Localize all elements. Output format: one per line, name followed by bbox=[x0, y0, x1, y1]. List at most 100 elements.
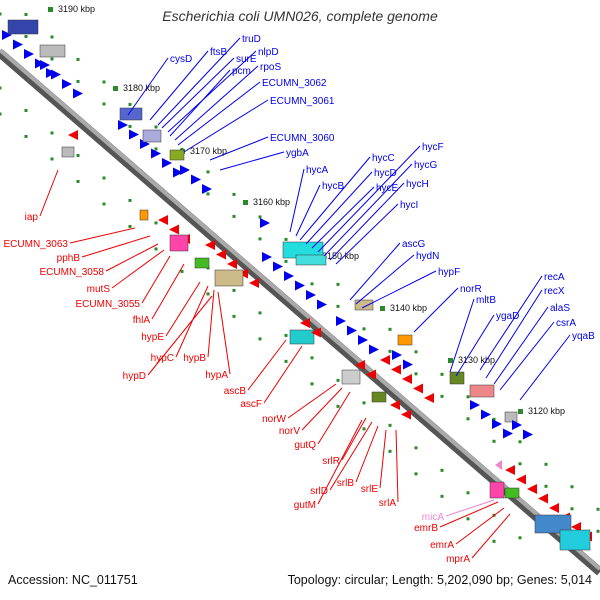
reverse-gene-label-gutq: gutQ bbox=[294, 440, 316, 451]
track-dot bbox=[102, 202, 106, 206]
reverse-gene-arrow bbox=[413, 383, 423, 394]
forward-gene-leader-line bbox=[329, 182, 405, 261]
kbp-label: 3120 kbp bbox=[528, 406, 565, 416]
forward-gene-leader-line bbox=[361, 270, 437, 309]
reverse-gene-label-srlr: srlR bbox=[322, 456, 340, 467]
track-dot bbox=[362, 401, 366, 405]
reverse-gene-arrow bbox=[169, 224, 179, 235]
reverse-gene-label-emrb: emrB bbox=[414, 523, 438, 534]
reverse-gene-arrow bbox=[549, 503, 559, 513]
reverse-gene-arrow bbox=[216, 249, 226, 260]
forward-gene-label-ygba: ygbA bbox=[286, 148, 309, 159]
track-dot bbox=[336, 282, 340, 286]
forward-gene-leader-line bbox=[161, 57, 235, 129]
track-dot bbox=[388, 449, 392, 453]
forward-gene-arrow bbox=[392, 350, 402, 360]
forward-gene-label-hyca: hycA bbox=[306, 165, 329, 176]
track-dot bbox=[102, 80, 106, 84]
track-dot bbox=[388, 349, 392, 353]
forward-gene-arrow bbox=[24, 49, 34, 59]
reverse-gene-leader-line bbox=[39, 169, 59, 217]
reverse-gene-label-hypc: hypC bbox=[151, 353, 174, 364]
reverse-gene-arrow bbox=[366, 369, 376, 380]
forward-gene-leader-line bbox=[219, 151, 285, 171]
reverse-gene-leader-line bbox=[263, 345, 303, 404]
track-dot bbox=[414, 472, 418, 476]
track-dot bbox=[492, 539, 496, 543]
track-dot bbox=[24, 12, 28, 16]
forward-gene-leader-line bbox=[413, 287, 459, 333]
reverse-gene-arrow bbox=[205, 240, 215, 250]
track-dot bbox=[258, 311, 262, 315]
track-dot bbox=[0, 12, 2, 16]
forward-gene-label-hycf: hycF bbox=[422, 142, 444, 153]
track-dot bbox=[128, 124, 132, 128]
forward-gene-leader-line bbox=[323, 163, 413, 257]
kbp-tick bbox=[48, 7, 53, 12]
reverse-gene-arrow bbox=[424, 393, 434, 403]
forward-gene-label-hych: hycH bbox=[406, 179, 429, 190]
reverse-gene-leader-line bbox=[287, 383, 337, 419]
track-dot bbox=[440, 394, 444, 398]
track-dot bbox=[284, 333, 288, 337]
forward-gene-arrow bbox=[492, 419, 502, 429]
forward-gene-label-hycg: hycG bbox=[414, 160, 438, 171]
reverse-gene-arrow bbox=[390, 400, 400, 410]
forward-gene-leader-line bbox=[289, 168, 305, 233]
reverse-gene-leader-line bbox=[165, 281, 201, 337]
forward-gene-leader-line bbox=[127, 57, 169, 116]
kbp-tick bbox=[518, 409, 523, 414]
forward-gene-leader-line bbox=[174, 65, 259, 141]
kbp-tick bbox=[243, 200, 248, 205]
kbp-label: 3180 kbp bbox=[123, 83, 160, 93]
reverse-gene-leader-line bbox=[217, 291, 231, 375]
track-dot bbox=[154, 147, 158, 151]
forward-gene-leader-line bbox=[519, 334, 571, 401]
track-dot bbox=[284, 237, 288, 241]
reverse-gene-leader-line bbox=[69, 227, 136, 244]
forward-gene-arrow bbox=[129, 129, 139, 140]
kbp-label: 3160 kbp bbox=[253, 197, 290, 207]
forward-gene-leader-line bbox=[485, 289, 543, 379]
forward-gene-arrow bbox=[295, 280, 305, 291]
reverse-gene-arrow bbox=[68, 130, 78, 140]
forward-gene-label-mltb: mltB bbox=[476, 295, 496, 306]
forward-gene-leader-line bbox=[499, 321, 555, 391]
forward-gene-label-ftsb: ftsB bbox=[210, 47, 228, 58]
track-dot bbox=[50, 57, 54, 61]
reverse-gene-leader-line bbox=[105, 243, 159, 272]
reverse-gene-label-hypa: hypA bbox=[205, 370, 228, 381]
track-dot bbox=[50, 35, 54, 39]
reverse-gene-arrow bbox=[227, 259, 237, 269]
forward-gene-arrow bbox=[151, 148, 161, 159]
forward-gene-arrow bbox=[512, 420, 522, 430]
reverse-gene-label-gutm: gutM bbox=[294, 500, 316, 511]
forward-gene-leader-line bbox=[311, 186, 375, 249]
forward-gene-label-hyci: hycI bbox=[400, 200, 418, 211]
reverse-gene-leader-line bbox=[439, 501, 499, 528]
kbp-label: 3170 kbp bbox=[190, 146, 227, 156]
track-dot bbox=[284, 359, 288, 363]
forward-gene-arrow bbox=[317, 299, 327, 310]
track-dot bbox=[0, 112, 2, 116]
track-dot bbox=[128, 224, 132, 228]
track-dot bbox=[232, 314, 236, 318]
genome-summary-label: Topology: circular; Length: 5,202,090 bp… bbox=[287, 573, 592, 587]
forward-gene-arrow bbox=[306, 290, 316, 300]
reverse-gene-leader-line bbox=[355, 425, 379, 483]
forward-gene-label-hycc: hycC bbox=[372, 153, 395, 164]
forward-gene-label-hypf: hypF bbox=[438, 267, 460, 278]
reverse-gene-arrow bbox=[538, 493, 548, 504]
forward-gene-arrow bbox=[403, 359, 413, 370]
forward-gene-leader-line bbox=[355, 254, 415, 305]
forward-gene-leader-line bbox=[157, 37, 241, 126]
forward-gene-arrow bbox=[40, 60, 50, 70]
kbp-tick bbox=[113, 86, 118, 91]
reverse-gene-leader-line bbox=[455, 507, 505, 545]
track-dot bbox=[336, 404, 340, 408]
forward-gene-arrow bbox=[62, 79, 72, 89]
cds-block bbox=[214, 269, 244, 287]
reverse-gene-label-hypb: hypB bbox=[183, 353, 206, 364]
track-dot bbox=[102, 176, 106, 180]
